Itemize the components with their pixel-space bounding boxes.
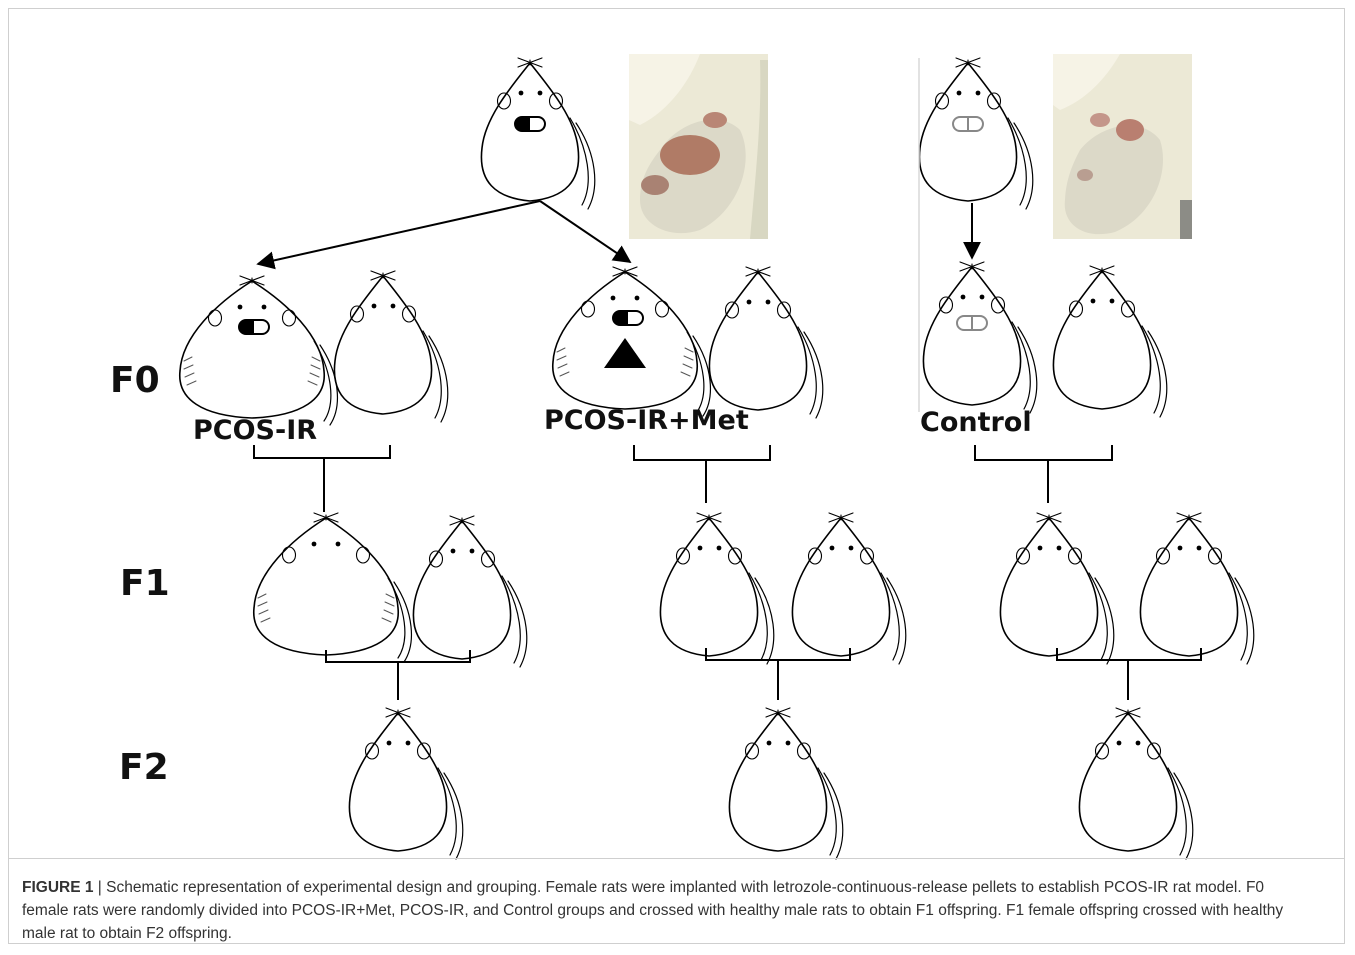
f1-control-male xyxy=(1139,512,1255,665)
f0-pcos-ir-met-female xyxy=(551,266,712,417)
f1-brackets xyxy=(325,648,1202,700)
f1-pcos-ir-met-female xyxy=(659,512,775,665)
f2-control-offspring xyxy=(1078,707,1194,860)
f0-control-male xyxy=(1052,265,1168,418)
arrow-to-pcos-ir xyxy=(256,200,541,270)
caption-divider xyxy=(9,858,1344,859)
f2-pcos-ir-offspring xyxy=(348,707,464,860)
arrow-to-pcos-ir-met xyxy=(539,200,632,264)
f2-pcos-ir-met-offspring xyxy=(728,707,844,860)
source-rat-control xyxy=(918,57,1034,210)
pill-icon-filled xyxy=(612,310,644,326)
pill-icon-filled xyxy=(514,116,546,132)
f0-pcos-ir-met-male xyxy=(708,266,824,419)
source-rat-letrozole xyxy=(480,57,596,210)
figure-caption-text: Schematic representation of experimental… xyxy=(22,879,1284,942)
figure-caption: FIGURE 1 | Schematic representation of e… xyxy=(22,876,1312,945)
pill-icon-outline xyxy=(952,116,984,132)
photo-rat-pcos xyxy=(629,54,768,239)
f1-control-female xyxy=(999,512,1115,665)
f1-pcos-ir-met-male xyxy=(791,512,907,665)
generation-label-f2: F2 xyxy=(119,747,169,788)
arrows xyxy=(256,200,981,270)
triangle-icon xyxy=(604,338,646,368)
generation-label-f0: F0 xyxy=(110,360,160,401)
generation-label-f1: F1 xyxy=(120,563,170,604)
f1-pcos-ir-male xyxy=(412,515,528,668)
pill-icon-filled xyxy=(238,319,270,335)
figure-caption-label: FIGURE 1 xyxy=(22,879,94,896)
f0-brackets xyxy=(253,445,1113,512)
f0-pcos-ir-male xyxy=(333,270,449,423)
photo-rat-control xyxy=(1053,54,1192,239)
f1-pcos-ir-female xyxy=(252,512,413,663)
figure-frame xyxy=(8,8,1345,944)
f0-pcos-ir-female xyxy=(178,275,339,426)
pill-icon-outline xyxy=(956,315,988,331)
group-label-control: Control xyxy=(920,407,1032,438)
figure-caption-separator: | xyxy=(93,879,107,896)
f0-control-female xyxy=(922,261,1038,414)
group-label-pcos-ir: PCOS-IR xyxy=(193,415,318,446)
group-label-pcos-ir-met: PCOS-IR+Met xyxy=(544,405,749,436)
